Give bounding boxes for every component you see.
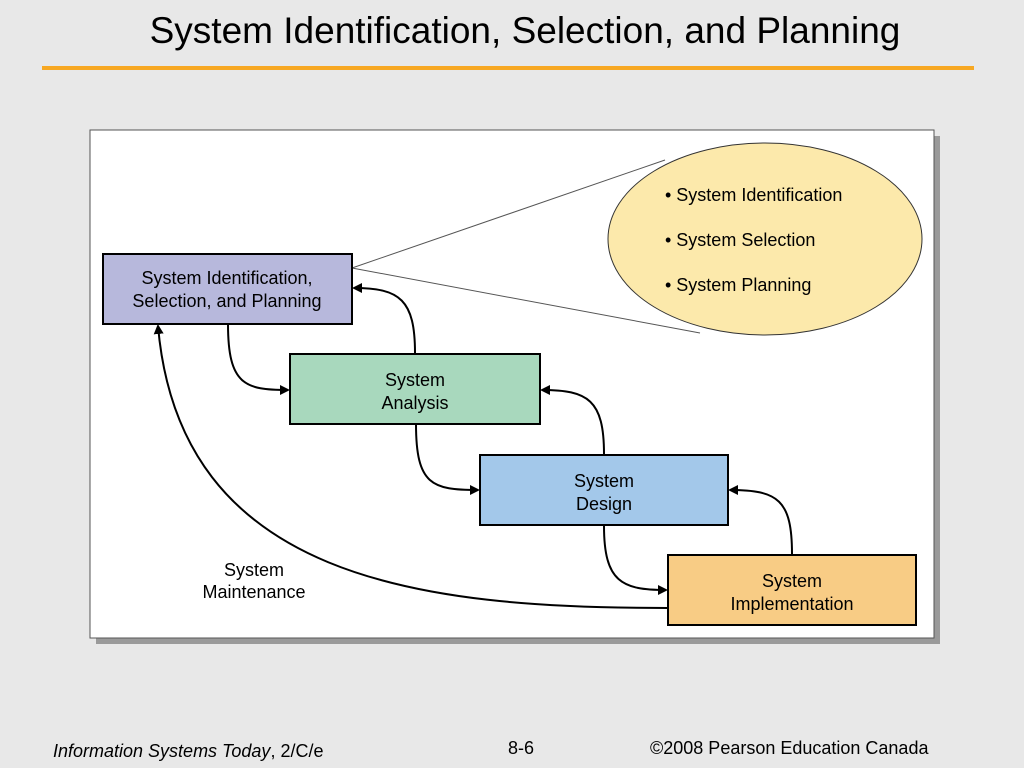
footer-edition: , 2/C/e	[270, 741, 324, 761]
callout-ellipse	[607, 142, 923, 336]
phase-label-analysis-line2: Analysis	[381, 393, 448, 413]
phase-box-analysis: System Analysis	[289, 353, 541, 425]
title-underline	[42, 66, 974, 70]
callout-line-bottom	[351, 267, 701, 334]
phase-label-analysis-line1: System	[385, 370, 445, 390]
footer-page-number: 8-6	[508, 738, 535, 758]
phase-label-planning-line1: System Identification,	[141, 268, 312, 288]
phase-box-implementation: System Implementation	[667, 554, 917, 626]
arrow-design-to-analysis	[540, 385, 605, 455]
phase-box-design: System Design	[479, 454, 729, 526]
phase-label-design-line2: Design	[576, 494, 632, 514]
footer-copyright: ©2008 Pearson Education Canada	[650, 738, 929, 758]
callout-item-selection: • System Selection	[665, 230, 815, 250]
phase-label-planning-line2: Selection, and Planning	[132, 291, 321, 311]
phase-label-design-line1: System	[574, 471, 634, 491]
arrow-design-to-implementation	[603, 525, 668, 595]
footer-book-title: Information Systems Today	[53, 741, 271, 761]
arrow-maintenance-loop	[153, 324, 669, 609]
phase-label-implementation-line2: Implementation	[730, 594, 853, 614]
arrow-implementation-to-design	[728, 485, 793, 555]
arrow-analysis-to-planning	[352, 283, 416, 354]
arrow-analysis-to-design	[415, 423, 480, 495]
footer-book-reference: Information Systems Today, 2/C/e	[53, 741, 323, 762]
callout-line-top	[351, 159, 666, 269]
callout-item-planning: • System Planning	[665, 275, 811, 295]
maintenance-label-line1: System	[224, 560, 284, 580]
arrow-planning-to-analysis	[227, 323, 290, 395]
phase-box-planning: System Identification, Selection, and Pl…	[102, 253, 353, 325]
callout-item-identification: • System Identification	[665, 185, 842, 205]
maintenance-label-line2: Maintenance	[202, 582, 305, 602]
phase-label-implementation-line1: System	[762, 571, 822, 591]
slide-title: System Identification, Selection, and Pl…	[149, 10, 901, 51]
